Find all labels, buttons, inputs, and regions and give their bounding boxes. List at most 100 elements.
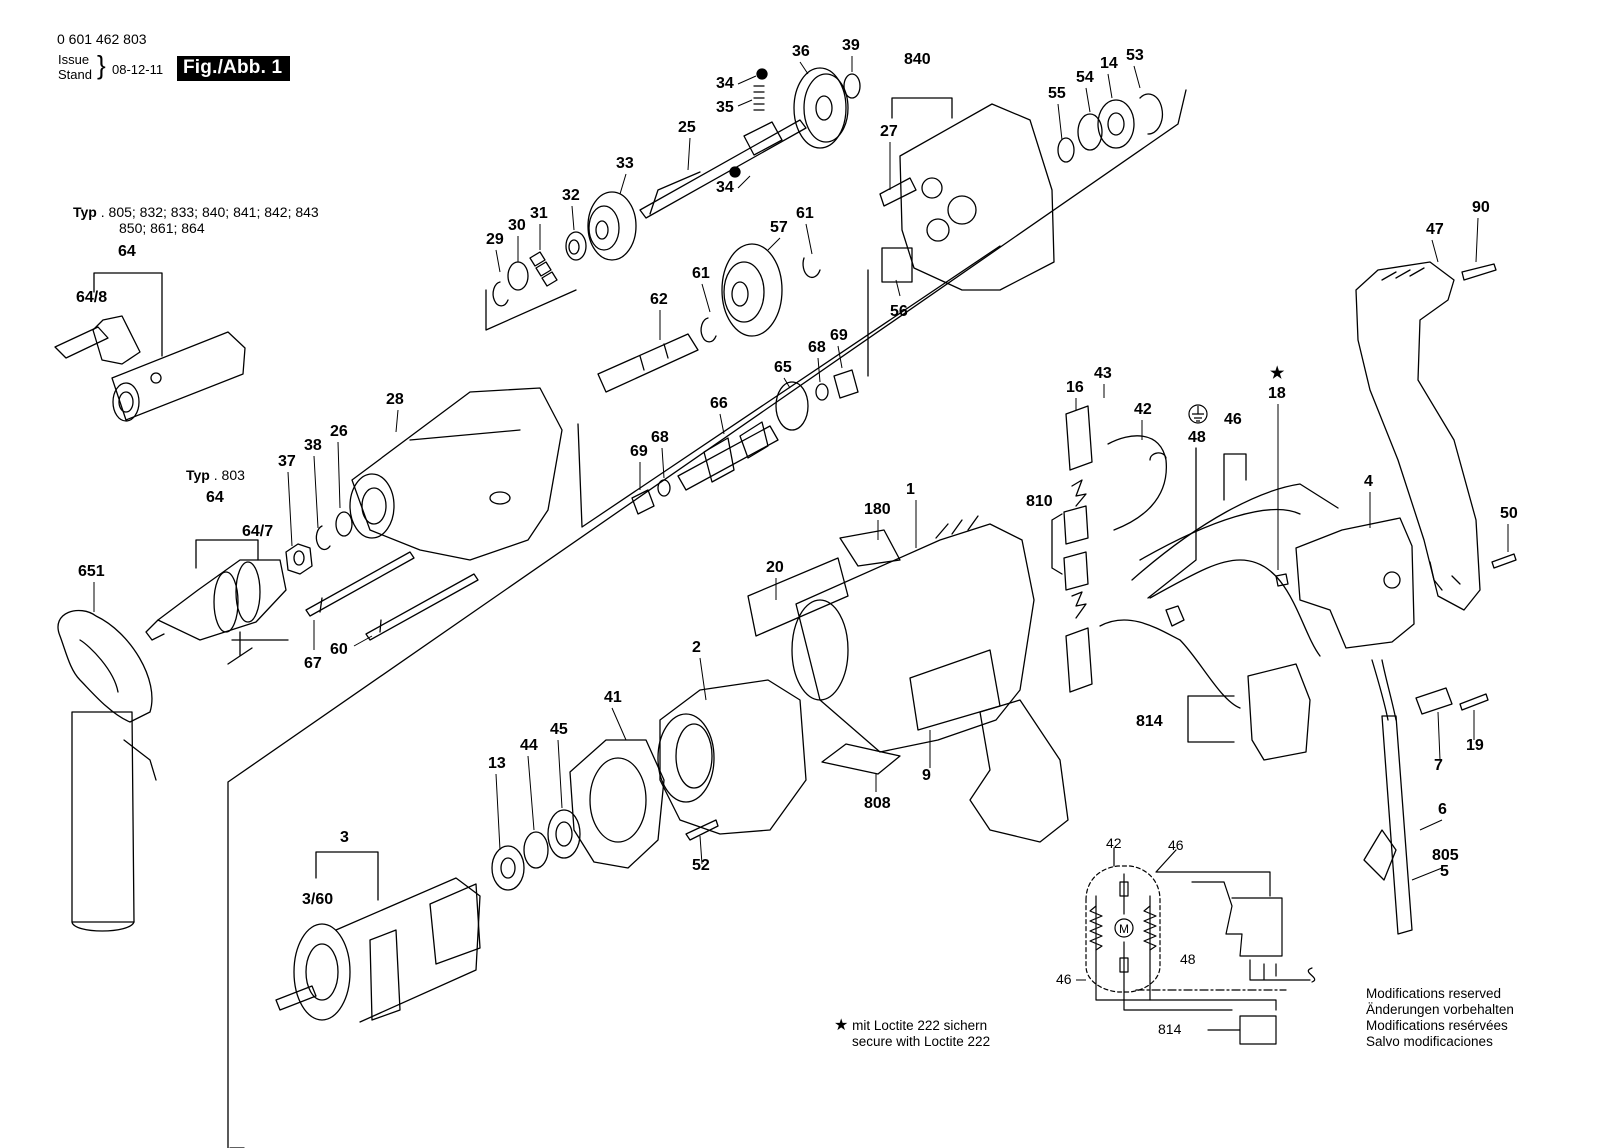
chuck-adapter-icon [54,272,246,422]
label-35: 35 [716,99,734,116]
typ-note-a: Typ . 805; 832; 833; 840; 841; 842; 843 [73,204,319,221]
suppressor-814-icon [1187,663,1311,761]
washers-44-45-icon [491,809,581,891]
label-25: 25 [678,119,696,136]
drill-chuck-64-icon [145,539,289,665]
cable-6-icon [1363,659,1489,935]
label-26: 26 [330,423,348,440]
brush-holders-icon [1051,405,1093,693]
label-840: 840 [904,51,931,68]
armature-3-icon [275,851,481,1023]
label-53: 53 [1126,47,1144,64]
label-48: 48 [1188,429,1206,446]
label-46: 46 [1224,411,1242,428]
label-808: 808 [864,795,891,812]
schematic-label-46a: 46 [1168,837,1184,853]
label-7: 7 [1434,757,1443,774]
gear-frame [485,245,1001,528]
label-57: 57 [770,219,788,236]
label-38: 38 [304,437,322,454]
gear-36-icon [793,67,861,149]
label-3: 3 [340,829,349,846]
baffle-41-icon [569,739,665,869]
label-810: 810 [1026,493,1053,510]
gear-57-icon [700,243,821,343]
shaft-25-icon [639,68,807,219]
label-60: 60 [330,641,348,658]
label-30: 30 [508,217,526,234]
label-43: 43 [1094,365,1112,382]
label-13: 13 [488,755,506,772]
label-69a: 69 [830,327,848,344]
motor-housing-1-icon [791,515,1069,843]
screw-52-icon [685,819,719,841]
schematic-label-48: 48 [1180,951,1196,967]
schematic-label-46b: 46 [1056,971,1072,987]
label-33: 33 [616,155,634,172]
issue-brace: } [97,50,106,80]
ground-symbol-icon [1188,404,1208,424]
loctite-star: ★ [834,1017,849,1034]
schematic-label-814: 814 [1158,1021,1182,1037]
label-52: 52 [692,857,710,874]
label-28: 28 [386,391,404,408]
label-55: 55 [1048,85,1066,102]
issue-date: 08-12-11 [112,62,164,77]
label-18: 18 [1268,385,1286,402]
label-805: 805 [1432,847,1459,864]
mod-fr: Modifications resérvées [1366,1018,1508,1033]
label-34b: 34 [716,179,734,196]
label-31: 31 [530,205,548,222]
label-39: 39 [842,37,860,54]
label-16: 16 [1066,379,1084,396]
mod-de: Änderungen vorbehalten [1366,1002,1514,1017]
assembly-frame [227,89,1187,1148]
label-68b: 68 [651,429,669,446]
label-62: 62 [650,291,668,308]
mod-en: Modifications reserved [1366,986,1502,1001]
mod-es: Salvo modificaciones [1366,1034,1493,1049]
label-36: 36 [792,43,810,60]
figure-label: Fig./Abb. 1 [177,56,291,81]
label-47: 47 [1426,221,1444,238]
label-27: 27 [880,123,898,140]
label-56: 56 [890,303,908,320]
gear-33-icon [492,191,637,307]
issue-label: Issue [58,52,90,67]
label-6: 6 [1438,801,1447,818]
label-64b: 64 [206,489,224,506]
label-45: 45 [550,721,568,738]
schematic-label-42: 42 [1106,835,1122,851]
modifications-notice: Modifications reserved Änderungen vorbeh… [1366,986,1514,1050]
label-3-60: 3/60 [302,891,333,908]
typ-list-b: . 803 [213,467,245,483]
label-61a: 61 [796,205,814,222]
label-54: 54 [1076,69,1094,86]
label-19: 19 [1466,737,1484,754]
label-20: 20 [766,559,784,576]
spindle-62-icon [597,333,699,393]
label-69b: 69 [630,443,648,460]
label-64-8: 64/8 [76,289,107,306]
label-plates-icon [747,529,901,775]
label-90: 90 [1472,199,1490,216]
typ-note-b: Typ . 803 [186,467,245,484]
loctite-de: mit Loctite 222 sichern [852,1018,988,1033]
label-64a: 64 [118,243,136,260]
wiring-icon [1099,435,1339,709]
wiring-schematic [1085,847,1316,1045]
bearing-14-icon [1057,93,1164,163]
typ-label-a: Typ [73,204,97,220]
loctite-note-en: secure with Loctite 222 [852,1034,991,1049]
loctite-note: ★ mit Loctite 222 sichern [834,1018,987,1034]
label-64-7: 64/7 [242,523,273,540]
label-61b: 61 [692,265,710,282]
handle-shell-47-icon [1355,261,1517,611]
label-68a: 68 [808,339,826,356]
field-coil-2-icon [657,679,807,835]
label-2: 2 [692,639,701,656]
label-65: 65 [774,359,792,376]
typ-note-a2: 850; 861; 864 [119,220,205,236]
label-14: 14 [1100,55,1118,72]
